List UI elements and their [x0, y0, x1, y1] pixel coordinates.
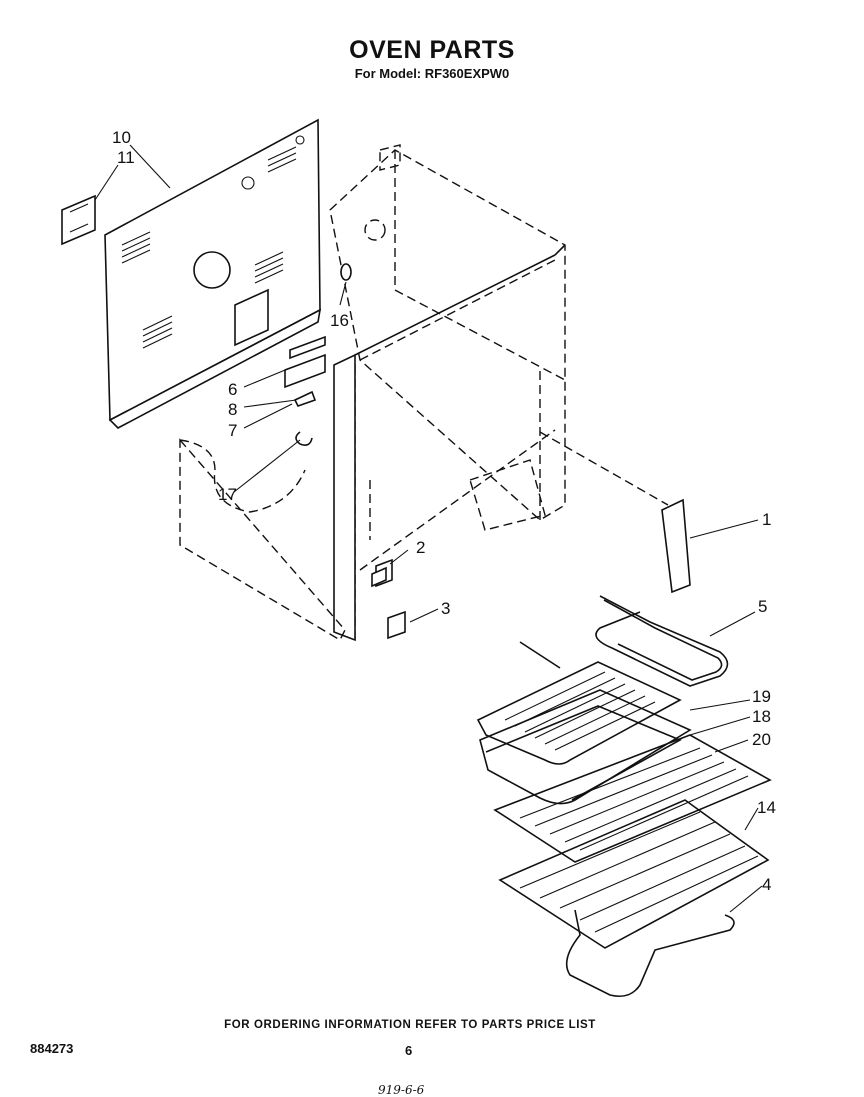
callout-18: 18	[752, 707, 771, 726]
ordering-note: FOR ORDERING INFORMATION REFER TO PARTS …	[224, 1019, 596, 1031]
broiler-grid-19	[476, 641, 682, 765]
callout-4: 4	[762, 875, 771, 894]
bake-element-4	[565, 909, 735, 998]
clip-8	[293, 390, 317, 407]
callout-5: 5	[758, 597, 767, 616]
side-panel	[179, 438, 346, 641]
probe-16	[340, 263, 352, 281]
callout-1: 1	[762, 510, 771, 529]
page-number: 6	[405, 1043, 413, 1058]
rear-panel	[104, 118, 322, 429]
callout-3: 3	[441, 599, 450, 618]
page-title: OVEN PARTS	[349, 36, 515, 64]
callout-10: 10	[112, 128, 131, 147]
callout-14: 14	[757, 798, 776, 817]
oven-rack-20	[493, 734, 772, 863]
oven-rack-14	[498, 799, 770, 949]
insulation-clip-11	[61, 194, 96, 246]
callout-20: 20	[752, 730, 771, 749]
callout-2: 2	[416, 538, 425, 557]
handwritten-note: 919-6-6	[378, 1083, 425, 1097]
callout-numbers: 10 11 16 6 8 7 17 2 3 1 5 19 18 20 14 4	[112, 128, 776, 894]
callout-19: 19	[752, 687, 771, 706]
vent-duct-1	[539, 431, 691, 594]
callout-8: 8	[228, 400, 237, 419]
broil-element-5	[595, 595, 729, 687]
document-number: 884273	[30, 1041, 74, 1056]
callout-11: 11	[117, 148, 135, 167]
model-subtitle: For Model: RF360EXPW0	[354, 66, 510, 81]
sensor-bracket-6	[284, 335, 326, 389]
callout-7: 7	[228, 421, 237, 440]
hinge-receptacle-3	[387, 610, 406, 640]
spring-17	[295, 431, 313, 446]
callout-6: 6	[228, 380, 237, 399]
leader-lines	[94, 144, 763, 913]
oven-cavity	[329, 144, 566, 642]
callout-16: 16	[330, 311, 349, 330]
hinge-receptacle-2	[371, 558, 393, 588]
callout-17: 17	[218, 485, 237, 504]
